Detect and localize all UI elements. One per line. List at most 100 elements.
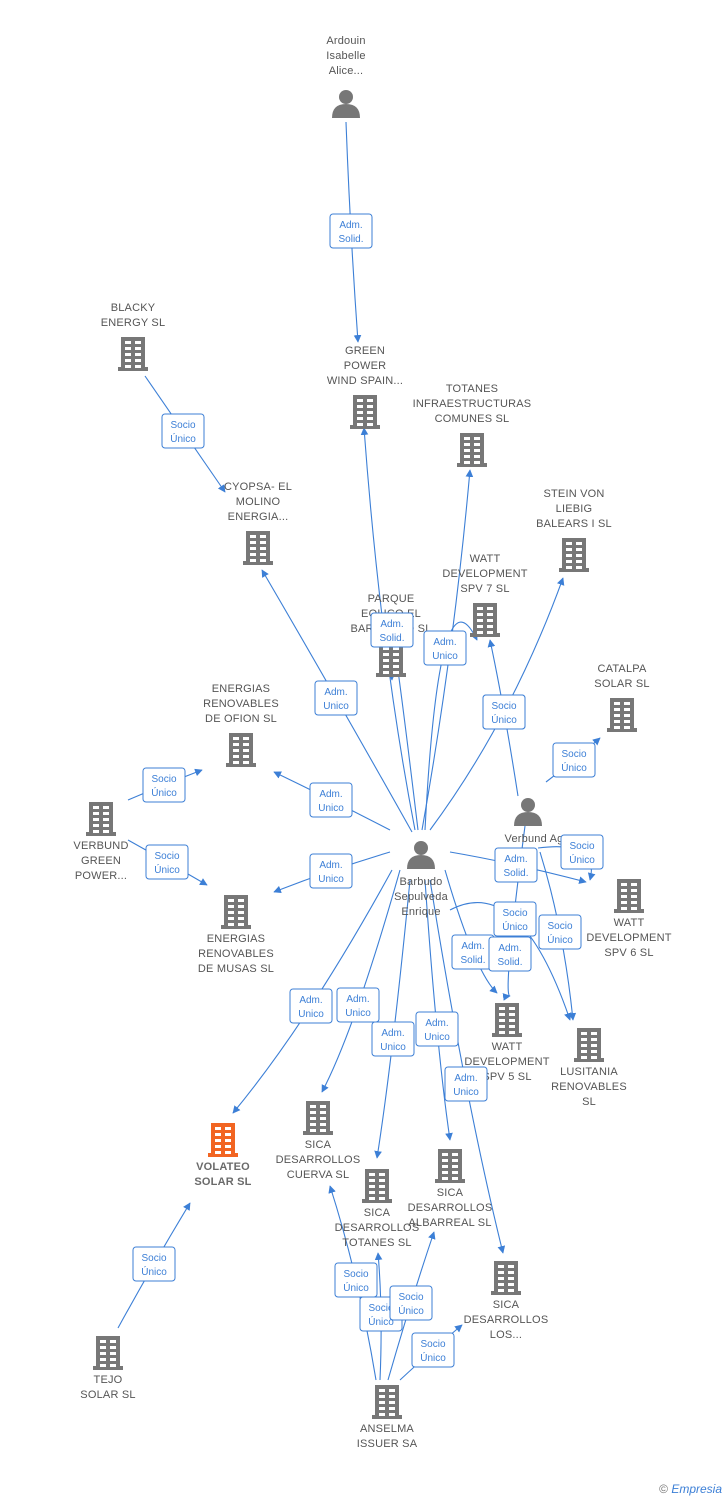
relation-badge-box [538,914,582,950]
relation-badge-text: Socio [420,1339,445,1350]
node-label: SICA [305,1139,332,1151]
node-verbundgreen[interactable]: VERBUNDGREENPOWER... [73,802,128,882]
node-label: SPV 5 SL [482,1071,531,1083]
relation-badge-text: Único [398,1304,424,1317]
relation-badge-text: Unico [424,1032,450,1043]
node-label: DE OFION SL [205,713,277,725]
relation-badge-box [329,213,373,249]
relation-badge[interactable]: Adm.Unico [371,1021,415,1057]
relation-badge-box [560,834,604,870]
node-label: LOS... [490,1329,522,1341]
relation-badge[interactable]: Adm.Solid. [488,936,532,972]
relation-badge-box [488,936,532,972]
node-label: SPV 6 SL [604,947,653,959]
relation-badge[interactable]: Adm.Unico [309,853,353,889]
relation-badge-text: Adm. [461,941,484,952]
node-cyopsa[interactable]: CYOPSA- ELMOLINOENERGIA... [224,481,292,565]
relation-badge-text: Socio [491,701,516,712]
node-label: ALBARREAL SL [408,1217,491,1229]
relation-badge-text: Adm. [433,637,456,648]
node-label: WATT [614,917,645,929]
relation-badge[interactable]: Adm.Solid. [494,847,538,883]
edge-barbudo-to-sicatotanes [374,879,411,1159]
node-label: DESARROLLOS [408,1202,493,1214]
person-icon [332,90,360,118]
node-label: DESARROLLOS [335,1222,420,1234]
relation-badge-text: Único [502,920,528,933]
node-verbundag[interactable]: Verbund Ag [505,798,564,845]
relation-badge-text: Adm. [425,1018,448,1029]
building-icon [491,1261,521,1295]
relation-badge[interactable]: Adm.Solid. [370,612,414,648]
relation-badge-text: Adm. [324,687,347,698]
relation-badge-text: Unico [432,651,458,662]
node-label: SPV 7 SL [460,583,509,595]
node-label: RENOVABLES [198,948,274,960]
node-label: Sepulveda [394,891,448,903]
relation-badge[interactable]: Adm. Unico [314,680,358,716]
relation-badge[interactable]: Adm.Unico [336,987,380,1023]
node-label: Ardouin [326,35,365,47]
building-icon [376,643,406,677]
building-icon [362,1169,392,1203]
relation-badge-box [494,847,538,883]
node-ardouin[interactable]: ArdouinIsabelleAlice... [326,35,366,118]
relation-badge[interactable]: Adm. Unico [423,630,467,666]
building-icon [607,698,637,732]
node-label: VERBUND [73,840,128,852]
relation-badge[interactable]: Adm.Unico [289,988,333,1024]
node-label: POWER [344,360,387,372]
relation-badge-text: Único [491,713,517,726]
relation-badge[interactable]: Adm. Unico [415,1011,459,1047]
relation-badge-box [309,853,353,889]
building-icon [208,1123,238,1157]
node-sicalos[interactable]: SICADESARROLLOSLOS... [464,1261,549,1341]
node-label: Isabelle [326,50,366,62]
relation-badge-box [423,630,467,666]
node-label: Alice... [329,65,364,77]
relation-badge-box [309,782,353,818]
relation-badge-box [482,694,526,730]
relation-badge[interactable]: Adm.Unico [444,1066,488,1102]
relation-badge[interactable]: Adm.Unico [309,782,353,818]
relation-badge-box [161,413,205,449]
node-label: DESARROLLOS [276,1154,361,1166]
node-label: GREEN [345,345,385,357]
building-icon [118,337,148,371]
brand-logo[interactable]: Empresia [671,1482,722,1496]
relation-badge[interactable]: Adm.Solid. [451,934,495,970]
person-icon [407,841,435,869]
relation-badge[interactable]: Adm.Solid. [329,213,373,249]
relation-badge-text: Unico [323,701,349,712]
